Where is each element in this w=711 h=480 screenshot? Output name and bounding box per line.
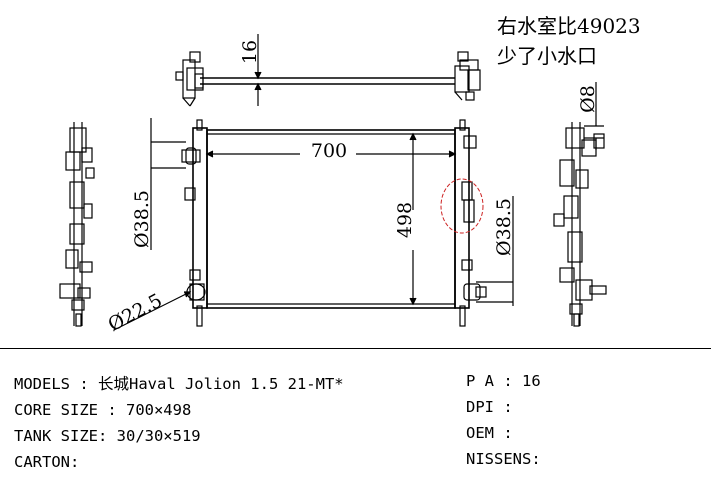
- left-side-view: [59, 122, 95, 327]
- dimension-498-lines: [409, 132, 417, 306]
- dimension-left-pipe-lines: [150, 118, 186, 250]
- spec-models: MODELS : 长城Haval Jolion 1.5 21-MT*: [14, 375, 344, 393]
- spec-nissens: NISSENS:: [466, 450, 541, 468]
- dimension-16-label: 16: [239, 40, 261, 64]
- dimension-left-pipe-label: Ø38.5: [131, 190, 153, 248]
- dimension-498-label: 498: [394, 202, 416, 238]
- dimension-16-lines: [254, 34, 262, 106]
- spec-pa: P A : 16: [466, 372, 541, 390]
- spec-core-size: CORE SIZE : 700×498: [14, 401, 192, 419]
- spec-oem: OEM :: [466, 424, 513, 442]
- dimension-bottom-pipe-label: Ø22.5: [104, 289, 165, 336]
- spec-tank-size: TANK SIZE: 30/30×519: [14, 427, 201, 445]
- spec-dpi: DPI :: [466, 398, 513, 416]
- top-view: [175, 51, 481, 107]
- dimension-right-pipe-lines: [476, 196, 514, 306]
- note-line-2: 少了小水口: [497, 44, 597, 68]
- note-line-1: 右水室比49023: [497, 14, 641, 38]
- section-divider: [0, 348, 711, 349]
- dimension-700-label: 700: [311, 140, 347, 162]
- right-side-view: [553, 82, 607, 327]
- spec-carton: CARTON:: [14, 453, 80, 471]
- dimension-side-pipe-label: Ø8: [577, 85, 599, 113]
- dimension-right-pipe-label: Ø38.5: [493, 198, 515, 256]
- dimension-bottom-pipe-lines: [113, 291, 192, 331]
- dimension-700-lines: [205, 150, 457, 158]
- highlight-circle: [440, 178, 484, 234]
- radiator-technical-drawing: 16 700 498 Ø38.5 Ø38.5 Ø8 Ø22.5: [59, 34, 607, 336]
